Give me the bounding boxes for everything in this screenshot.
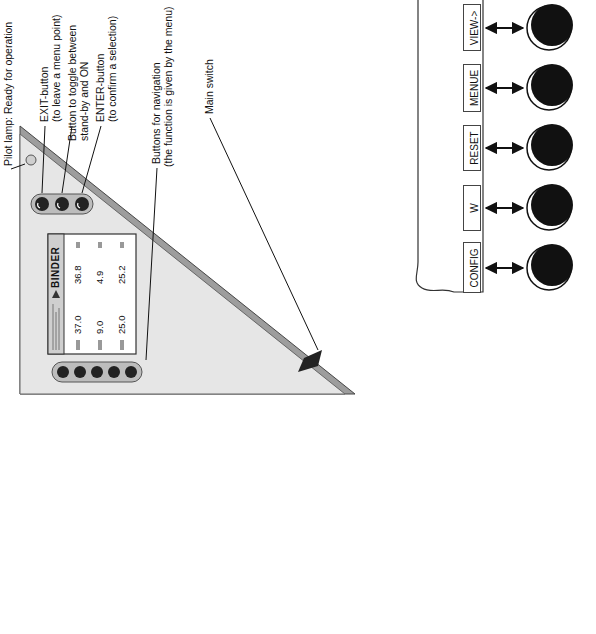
callout-label: Buttons for navigation: [150, 62, 162, 164]
unit-marker: [120, 242, 124, 248]
standby-button: [55, 197, 69, 211]
row-marker: [98, 340, 102, 350]
display-value: 37.0: [72, 316, 84, 335]
button-mark: [58, 203, 60, 208]
callout-label: (the function is given by the menu): [162, 6, 174, 167]
soft-key-label: MENUE: [467, 70, 483, 106]
soft-key: [527, 4, 573, 50]
soft-key-label: W: [467, 203, 483, 212]
double-arrow: [486, 147, 523, 149]
header-bar: [56, 312, 57, 350]
display-value: 9.0: [94, 321, 106, 334]
soft-key: [527, 184, 573, 230]
soft-key-label-box: CONFIG: [463, 243, 481, 294]
button-mark: [78, 203, 80, 208]
soft-key-label: RESET: [467, 131, 483, 164]
panel-rim: [20, 126, 355, 394]
double-arrow: [486, 207, 523, 209]
row-marker: [120, 340, 124, 350]
display-value: 36.8: [72, 266, 84, 285]
button-group: [31, 194, 93, 214]
navigation-button: [108, 366, 120, 378]
control-panel: [20, 134, 345, 394]
leader-line: [210, 118, 318, 350]
double-arrow: [486, 267, 523, 269]
main-switch: [298, 350, 322, 372]
header-bar: [53, 304, 54, 350]
enter-button: [75, 197, 89, 211]
header-bar: [59, 308, 60, 350]
soft-key-label-box: MENUE: [463, 64, 481, 112]
callout-label: ENTER-button: [94, 54, 106, 122]
navigation-button: [74, 366, 86, 378]
soft-key-label-box: VIEW->: [463, 5, 481, 52]
button-mark: [38, 203, 40, 208]
callout-label: Pilot lamp: Ready for operation: [2, 22, 14, 166]
callout-label: EXIT-button: [38, 67, 50, 122]
display-header: [48, 234, 64, 354]
callout-label: Button to toggle between stand-by and ON: [66, 6, 90, 141]
display-value: 4.9: [94, 271, 106, 284]
navigation-button: [91, 366, 103, 378]
soft-key-label-box: RESET: [463, 125, 481, 171]
display-screen: [48, 234, 136, 354]
leader-line: [42, 126, 45, 193]
row-marker: [76, 340, 80, 350]
display-value: 25.0: [116, 316, 128, 335]
leader-line: [146, 168, 157, 360]
display-value: 25.2: [116, 266, 128, 285]
soft-key-label: CONFIG: [467, 249, 483, 288]
unit-marker: [98, 242, 102, 248]
soft-key: [527, 244, 573, 290]
soft-key-label: VIEW->: [467, 11, 483, 46]
navigation-button-group: [52, 362, 142, 382]
soft-key-label-box: W: [463, 185, 481, 231]
double-arrow: [486, 87, 523, 89]
callout-label: (to leave a menu point): [50, 15, 62, 122]
callout-label: Main switch: [203, 59, 215, 114]
navigation-button: [57, 366, 69, 378]
soft-key: [527, 64, 573, 110]
exit-button: [35, 197, 49, 211]
unit-marker: [76, 242, 80, 248]
pilot-lamp: [26, 155, 36, 165]
navigation-button: [125, 366, 137, 378]
double-arrow: [486, 27, 523, 29]
brand-logo: BINDER: [50, 247, 62, 288]
soft-key: [527, 124, 573, 170]
display-screen: BINDER 37.0 36.8 9.0 4.9 25.0 25.2: [48, 234, 136, 354]
callout-label: (to confirm a selection): [106, 16, 118, 122]
logo-symbol: [52, 290, 60, 298]
